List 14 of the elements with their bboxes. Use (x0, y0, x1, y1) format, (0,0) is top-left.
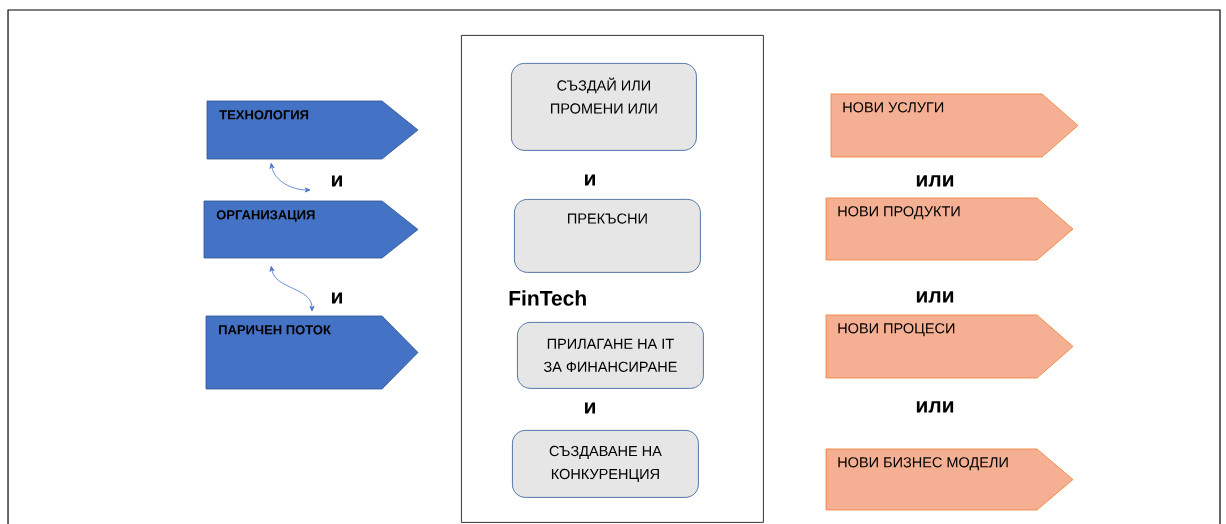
rounded-box: ПРИЛАГАНЕ НА IT ЗА ФИНАНСИРАНЕ (517, 322, 704, 389)
connector-word: и (585, 174, 595, 186)
rounded-box: СЪЗДАЙ ИЛИ ПРОМЕНИ ИЛИ (511, 63, 697, 151)
curved-arrow (269, 266, 315, 312)
rounded-box: ПРЕКЪСНИ (514, 199, 701, 273)
heading: FinTech (509, 290, 586, 306)
connector-word: или (916, 401, 954, 413)
connector-word: или (916, 175, 954, 187)
connector-word: и (332, 175, 342, 187)
connector-word: и (332, 292, 342, 304)
rounded-box: СЪЗДАВАНЕ НА КОНКУРЕНЦИЯ (512, 430, 699, 498)
connector-word: и (585, 402, 595, 414)
connector-word: или (916, 291, 954, 303)
curved-arrow (269, 163, 311, 193)
